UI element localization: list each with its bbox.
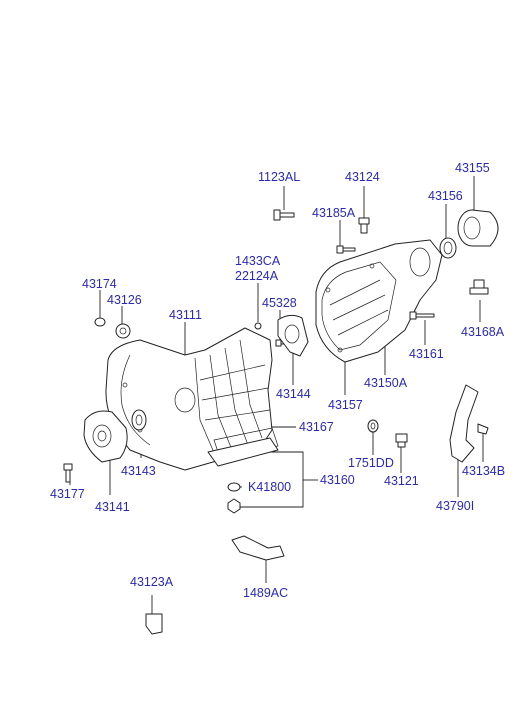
label-43126[interactable]: 43126 bbox=[107, 293, 142, 307]
bolt-1123AL bbox=[273, 209, 295, 221]
cover-43160 bbox=[207, 437, 279, 467]
label-43174[interactable]: 43174 bbox=[82, 277, 117, 291]
bearing-retainer-43141 bbox=[83, 410, 128, 463]
washer-1751DD bbox=[367, 419, 379, 433]
label-43150A[interactable]: 43150A bbox=[364, 376, 408, 390]
extension-housing-43150A bbox=[315, 239, 443, 363]
label-43124[interactable]: 43124 bbox=[345, 170, 380, 184]
washer-K41800 bbox=[227, 482, 241, 492]
nut-K41800 bbox=[227, 498, 241, 514]
label-43155[interactable]: 43155 bbox=[455, 161, 490, 175]
transmission-case-43111 bbox=[105, 327, 273, 471]
pin-1433CA bbox=[254, 322, 262, 330]
label-43134B[interactable]: 43134B bbox=[462, 464, 505, 478]
label-43160[interactable]: 43160 bbox=[320, 473, 355, 487]
plug-43124 bbox=[358, 217, 370, 234]
bracket-43790I bbox=[449, 384, 479, 463]
label-43167[interactable]: 43167 bbox=[299, 420, 334, 434]
label-43157[interactable]: 43157 bbox=[328, 398, 363, 412]
label-43123A[interactable]: 43123A bbox=[130, 575, 174, 589]
label-43144[interactable]: 43144 bbox=[276, 387, 311, 401]
clip-43123A bbox=[145, 613, 163, 635]
label-43156[interactable]: 43156 bbox=[428, 189, 463, 203]
plate-43144 bbox=[277, 314, 309, 357]
label-K41800[interactable]: K41800 bbox=[248, 480, 291, 494]
label-22124A[interactable]: 22124A bbox=[235, 269, 279, 283]
seal-43143 bbox=[131, 409, 147, 431]
label-1489AC[interactable]: 1489AC bbox=[243, 586, 288, 600]
ring-43174 bbox=[94, 317, 106, 327]
label-43143[interactable]: 43143 bbox=[121, 464, 156, 478]
label-1751DD[interactable]: 1751DD bbox=[348, 456, 394, 470]
part-labels: 1123AL 43124 43155 43156 43185A 1433CA 2… bbox=[50, 161, 505, 600]
clip-43134B bbox=[477, 423, 489, 435]
label-43790I[interactable]: 43790I bbox=[436, 499, 474, 513]
label-43161[interactable]: 43161 bbox=[409, 347, 444, 361]
seal-ring-43156 bbox=[439, 237, 457, 259]
plug-43121 bbox=[395, 433, 408, 448]
label-43177[interactable]: 43177 bbox=[50, 487, 85, 501]
label-1433CA[interactable]: 1433CA bbox=[235, 254, 281, 268]
label-43111[interactable]: 43111 bbox=[169, 308, 202, 322]
bolt-43177 bbox=[63, 463, 73, 483]
label-43185A[interactable]: 43185A bbox=[312, 206, 356, 220]
label-45328[interactable]: 45328 bbox=[262, 296, 297, 310]
bolt-43185A bbox=[336, 245, 356, 254]
bolt-43161 bbox=[409, 311, 435, 320]
plug-43168A bbox=[469, 279, 489, 295]
label-43121[interactable]: 43121 bbox=[384, 474, 419, 488]
label-43168A[interactable]: 43168A bbox=[461, 325, 505, 339]
seal-43126 bbox=[115, 323, 131, 339]
label-43141[interactable]: 43141 bbox=[95, 500, 130, 514]
extension-housing-43155 bbox=[457, 209, 499, 247]
bracket-1489AC bbox=[231, 535, 285, 561]
parts bbox=[63, 209, 499, 635]
label-1123AL[interactable]: 1123AL bbox=[258, 170, 300, 184]
